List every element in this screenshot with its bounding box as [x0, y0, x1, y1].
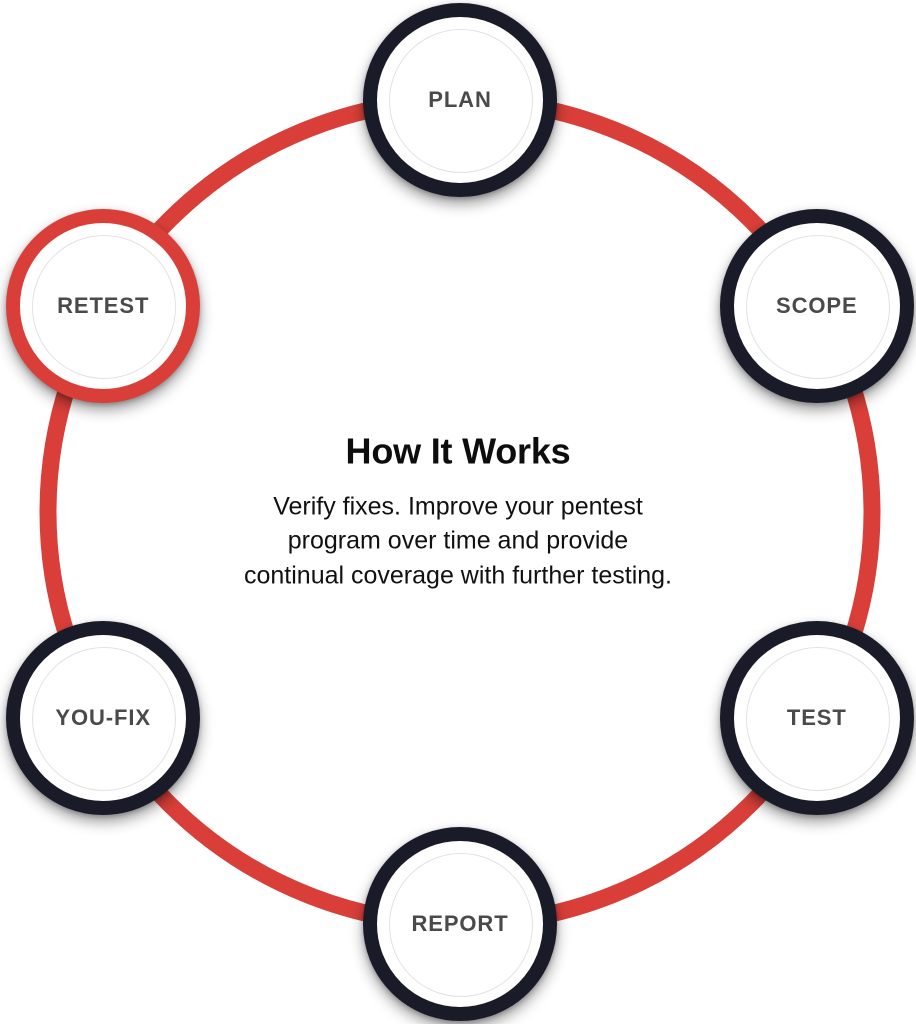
center-text-block: How It Works Verify fixes. Improve your … — [158, 431, 758, 592]
cycle-node-report[interactable]: REPORT — [363, 827, 557, 1021]
cycle-node-plan[interactable]: PLAN — [363, 3, 557, 197]
description-line: continual coverage with further testing. — [243, 561, 672, 590]
cycle-node-label: TEST — [786, 705, 847, 730]
cycle-node-scope[interactable]: SCOPE — [719, 209, 914, 403]
description-line: Verify fixes. Improve your pentest — [273, 492, 643, 521]
cycle-node-label: YOU-FIX — [55, 705, 151, 730]
page-title: How It Works — [345, 430, 571, 472]
description-line: program over time and provide — [287, 526, 629, 555]
cycle-node-label: RETEST — [57, 293, 150, 318]
description-text: Verify fixes. Improve your pentest progr… — [158, 489, 758, 593]
cycle-node-test[interactable]: TEST — [719, 621, 914, 815]
cycle-node-label: REPORT — [411, 911, 509, 936]
cycle-ring-circle — [39, 91, 881, 933]
cycle-node-label: PLAN — [428, 87, 492, 112]
cycle-node-label: SCOPE — [776, 293, 858, 318]
cycle-node-you-fix[interactable]: YOU-FIX — [6, 621, 201, 815]
cycle-node-retest[interactable]: RETEST — [6, 209, 201, 403]
